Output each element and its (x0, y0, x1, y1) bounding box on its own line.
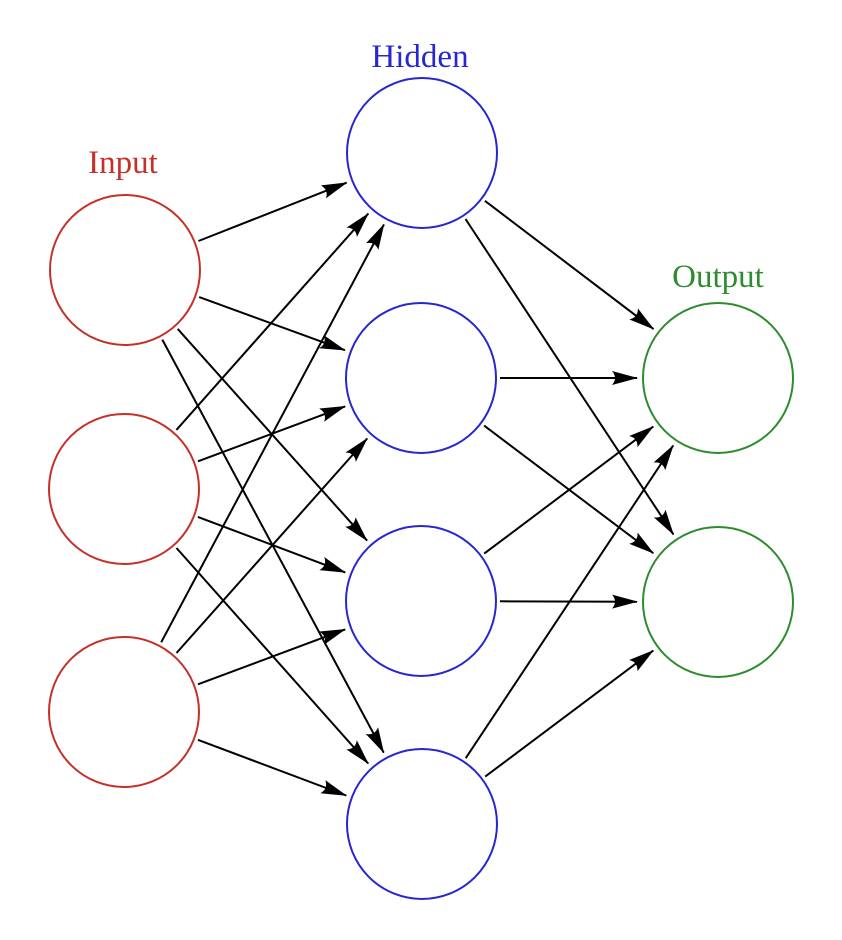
edge-i3-h3 (197, 628, 347, 686)
edge-i3-h4 (197, 738, 348, 797)
output-node-o2 (642, 526, 794, 678)
input-layer-label: Input (88, 145, 158, 181)
edges-group (160, 181, 675, 797)
edge-h4-o1 (464, 444, 675, 759)
input-node-i1 (49, 194, 201, 346)
edge-h1-o2 (464, 218, 675, 536)
edge-h4-o2 (484, 649, 655, 778)
nodes-group (48, 77, 794, 900)
input-node-i2 (48, 413, 200, 565)
hidden-layer-label: Hidden (371, 39, 468, 75)
edge-h1-o1 (484, 200, 655, 330)
output-layer-label: Output (672, 259, 764, 295)
hidden-node-h3 (345, 525, 497, 677)
input-node-i3 (48, 636, 200, 788)
output-node-o1 (642, 302, 794, 454)
hidden-node-h2 (345, 302, 497, 454)
edge-i3-h1 (160, 223, 385, 643)
edge-i2-h1 (175, 212, 370, 431)
edge-i1-h2 (198, 296, 346, 352)
hidden-node-h1 (346, 77, 498, 229)
edge-i1-h1 (198, 181, 348, 242)
edge-i3-h2 (175, 437, 368, 654)
hidden-node-h4 (346, 748, 498, 900)
edge-h3-o1 (483, 425, 654, 555)
